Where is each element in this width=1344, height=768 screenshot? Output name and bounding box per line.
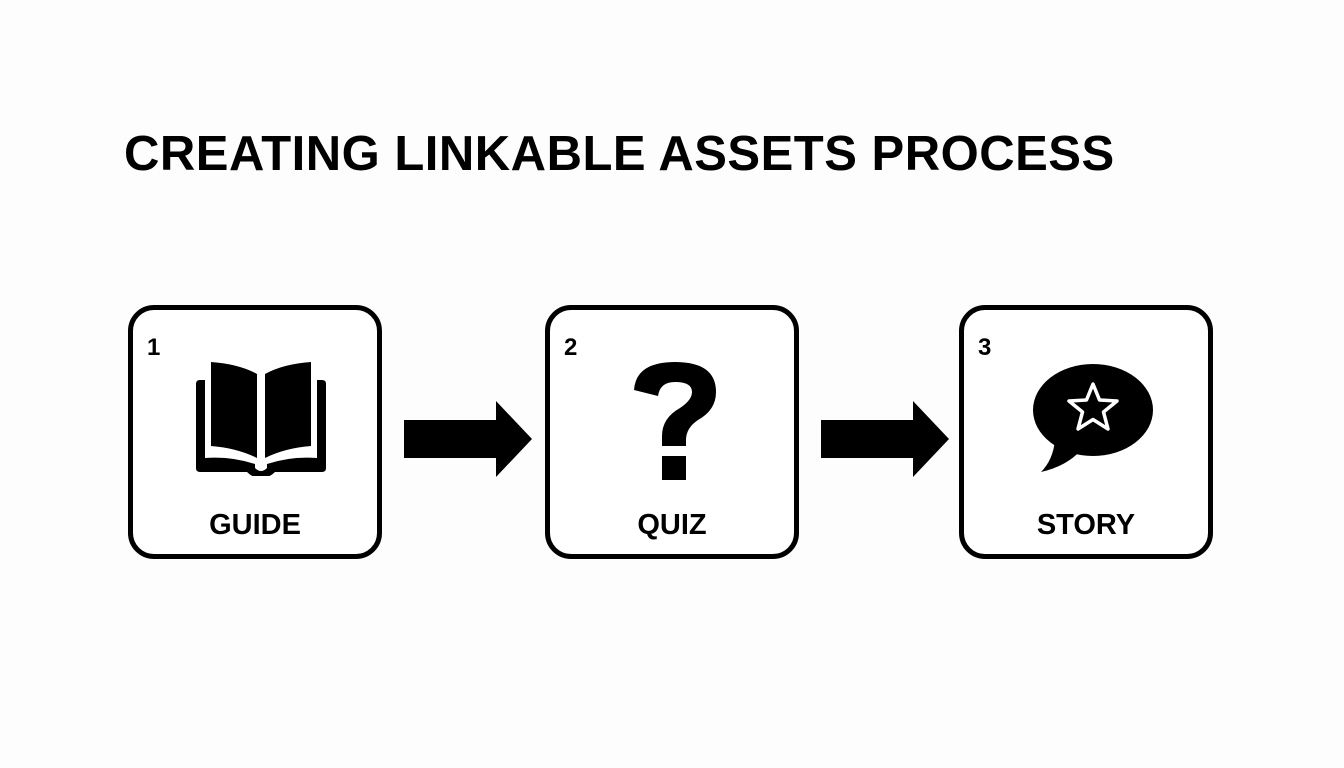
step-label: QUIZ [637,509,707,541]
speech-bubble-star-icon [1033,364,1153,472]
right-arrow-icon [404,401,532,477]
step-number: 1 [147,334,161,361]
step-label: STORY [1036,509,1136,541]
open-book-icon [196,362,326,476]
step-card-quiz: 2 QUIZ [545,305,799,559]
question-mark-icon [634,362,716,480]
diagram-title: CREATING LINKABLE ASSETS PROCESS [124,127,1115,181]
step-card-story: 3 STORY [959,305,1213,559]
step-card-guide: 1 GUIDE [128,305,382,559]
step-number: 2 [564,334,578,361]
step-label: GUIDE [209,509,301,541]
step-number: 3 [978,334,992,361]
right-arrow-icon [821,401,949,477]
